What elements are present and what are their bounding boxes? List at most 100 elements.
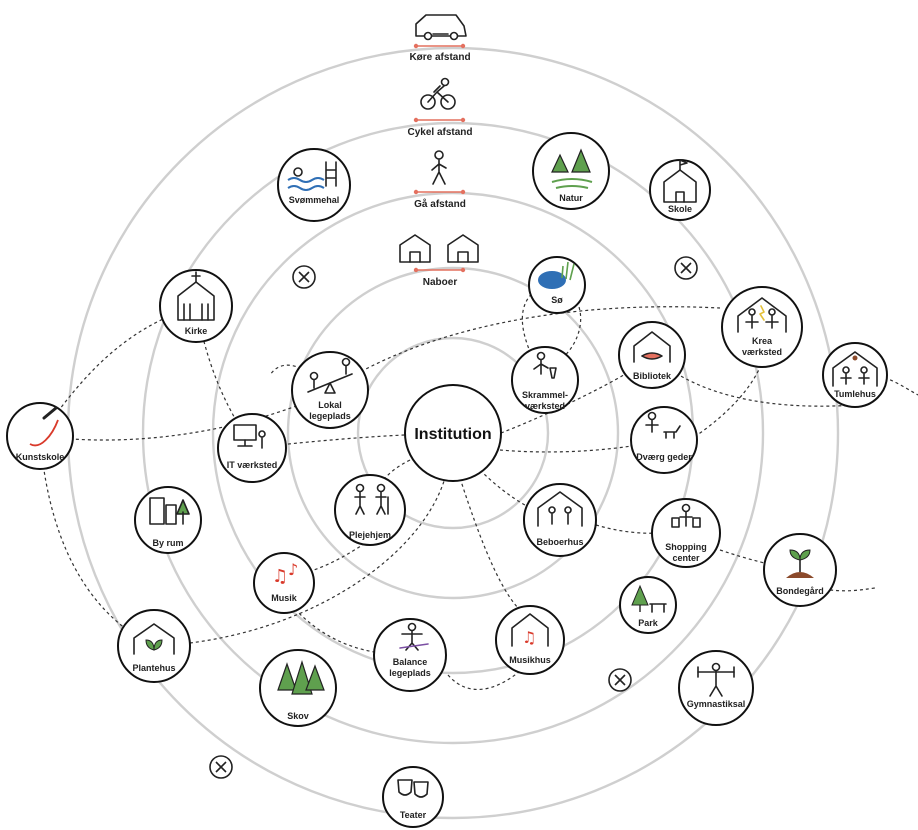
path-lokal-krea xyxy=(329,306,721,391)
node-lokal-legeplads[interactable]: Lokal legeplads xyxy=(291,351,369,429)
path-center-beboerhus xyxy=(479,469,561,521)
node-musikhus[interactable]: ♫ Musikhus xyxy=(495,605,565,675)
svg-text:♪: ♪ xyxy=(288,560,298,579)
shopping-label-line2: center xyxy=(672,553,700,563)
balance-label-line2: legeplads xyxy=(389,668,431,678)
walk-distance-label: Gå afstand xyxy=(414,198,466,210)
swimming-icon xyxy=(287,161,337,191)
ring-4 xyxy=(141,121,765,745)
goat-icon xyxy=(645,411,681,439)
skrammel-label-line1: Skrammel- xyxy=(522,390,568,400)
node-kirke[interactable]: Kirke xyxy=(159,269,233,343)
skov-label: Skov xyxy=(287,711,309,721)
node-beboerhus[interactable]: Beboerhus xyxy=(523,483,597,557)
institution-label: Institution xyxy=(414,426,491,443)
x-markers xyxy=(209,256,698,779)
node-tumlehus[interactable]: Tumlehus xyxy=(822,342,888,408)
node-krea[interactable]: Krea værksted xyxy=(721,286,803,368)
gymnastiksal-label: Gymnastiksal xyxy=(687,699,746,709)
city-buildings-icon xyxy=(149,497,190,525)
node-kunstskole[interactable]: Kunstskole xyxy=(6,402,74,470)
close-icon xyxy=(674,256,698,280)
church-icon xyxy=(177,271,215,321)
path-so-loop xyxy=(559,284,582,361)
path-center-bibliotek xyxy=(500,354,653,434)
path-lokal-loop xyxy=(269,364,331,391)
path-beboerhus-shopping xyxy=(595,524,687,534)
institution-node[interactable]: Institution xyxy=(404,384,502,482)
krea-label-line1: Krea xyxy=(752,336,773,346)
elderly-people-icon xyxy=(354,483,389,515)
park-label: Park xyxy=(638,618,659,628)
node-plejehjem[interactable]: Plejehjem xyxy=(334,474,406,546)
plantehus-label: Plantehus xyxy=(132,663,175,673)
node-teater[interactable]: Teater xyxy=(382,766,444,828)
path-kunstskole-plantehus xyxy=(39,435,155,647)
drive-distance: Køre afstand xyxy=(409,14,471,63)
distance-legend: Køre afstand Cykel afstand xyxy=(399,14,479,288)
skrammel-label-line2: værksted xyxy=(525,401,565,411)
bibliotek-label: Bibliotek xyxy=(633,371,672,381)
node-balance[interactable]: Balance legeplads xyxy=(373,618,447,692)
paintbrush-icon xyxy=(29,406,59,447)
close-icon xyxy=(209,755,233,779)
svommehal-label: Svømmehal xyxy=(289,195,340,205)
node-so[interactable]: Sø xyxy=(528,256,586,314)
play-house-icon xyxy=(832,351,878,387)
path-it-center xyxy=(251,434,406,449)
walk-range-bar xyxy=(413,189,466,195)
forest-icon xyxy=(277,659,325,695)
node-musik[interactable]: ♫ ♪ Musik xyxy=(253,552,315,614)
node-skov[interactable]: Skov xyxy=(259,649,337,727)
houses-icon xyxy=(399,234,479,263)
park-icon xyxy=(631,584,667,613)
neighbors-range-bar xyxy=(413,267,466,273)
node-gymnastiksal[interactable]: Gymnastiksal xyxy=(678,650,754,726)
node-bondegard[interactable]: Bondegård xyxy=(763,533,837,607)
musik-label: Musik xyxy=(271,593,298,603)
close-icon xyxy=(292,265,316,289)
neighbors-distance: Naboer xyxy=(399,234,479,288)
lokal-legeplads-label-line2: legeplads xyxy=(309,411,351,421)
svg-text:♫: ♫ xyxy=(522,628,536,647)
weightlifter-icon xyxy=(697,662,735,697)
walking-person-icon xyxy=(431,150,447,185)
path-bondegard-out xyxy=(829,587,876,592)
node-skole[interactable]: Skole xyxy=(649,159,711,221)
bike-range-bar xyxy=(413,117,466,123)
node-by-rum[interactable]: By rum xyxy=(134,486,202,554)
natur-label: Natur xyxy=(559,193,583,203)
connection-paths xyxy=(39,284,918,690)
node-it[interactable]: IT værksted xyxy=(217,413,287,483)
svg-text:♫: ♫ xyxy=(272,566,288,587)
greenhouse-icon xyxy=(133,623,175,655)
music-house-icon: ♫ xyxy=(511,613,549,647)
dvaerg-label: Dværg geder xyxy=(636,452,692,462)
ring-2 xyxy=(286,266,620,600)
workshop-person-icon xyxy=(533,351,557,379)
node-skrammel[interactable]: Skrammel- værksted xyxy=(511,346,579,414)
bondegard-label: Bondegård xyxy=(776,586,824,596)
plejehjem-label: Plejehjem xyxy=(349,530,391,540)
byrum-label: By rum xyxy=(152,538,183,548)
path-krea-dvaerg xyxy=(689,329,769,441)
close-icon xyxy=(608,668,632,692)
kunstskole-label: Kunstskole xyxy=(16,452,65,462)
node-svommehal[interactable]: Svømmehal xyxy=(277,148,351,222)
sprout-icon xyxy=(786,549,814,578)
bike-icon xyxy=(420,77,456,110)
drive-distance-label: Køre afstand xyxy=(409,52,470,63)
node-dvaerg-geder[interactable]: Dværg geder xyxy=(630,406,698,474)
balance-label-line1: Balance xyxy=(393,657,428,667)
node-natur[interactable]: Natur xyxy=(532,132,610,210)
shopping-icon xyxy=(671,503,701,528)
so-label: Sø xyxy=(551,295,563,305)
node-plantehus[interactable]: Plantehus xyxy=(117,609,191,683)
node-bibliotek[interactable]: Bibliotek xyxy=(618,321,686,389)
node-shopping[interactable]: Shopping center xyxy=(651,498,721,568)
node-park[interactable]: Park xyxy=(619,576,677,634)
nature-trees-icon xyxy=(551,148,593,189)
teater-label: Teater xyxy=(400,810,427,820)
craft-workshop-icon xyxy=(737,297,787,333)
